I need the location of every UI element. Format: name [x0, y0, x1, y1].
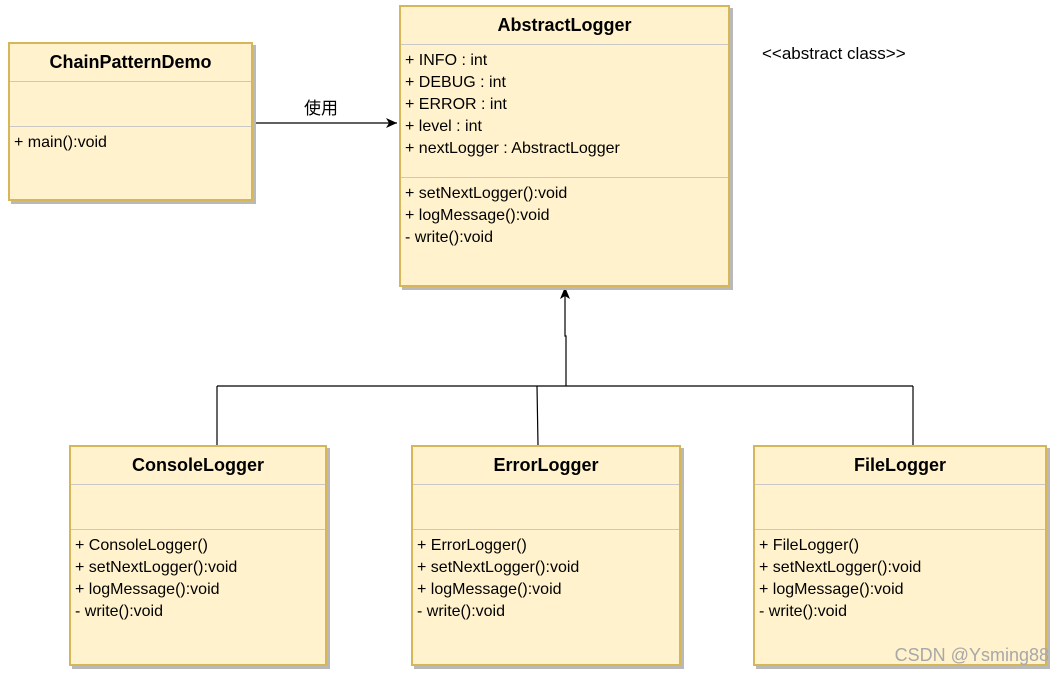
- operation-row: - write():void: [405, 229, 494, 246]
- attribute-row: + level : int: [405, 118, 482, 135]
- operation-row: - write():void: [75, 603, 164, 620]
- operations-section: + ConsoleLogger() + setNextLogger():void…: [71, 530, 325, 623]
- inheritance-arrowhead: [560, 287, 570, 299]
- attributes-section: [413, 485, 679, 530]
- class-abstract-logger[interactable]: AbstractLogger + INFO : int + DEBUG : in…: [399, 5, 730, 287]
- operation-row: + ErrorLogger(): [417, 537, 527, 554]
- attributes-section: + INFO : int + DEBUG : int + ERROR : int…: [401, 45, 728, 178]
- class-error-logger[interactable]: ErrorLogger + ErrorLogger() + setNextLog…: [411, 445, 681, 666]
- stereotype-label: <<abstract class>>: [762, 44, 906, 63]
- class-name: FileLogger: [755, 447, 1045, 485]
- operations-section: + main():void: [10, 127, 251, 154]
- operation-row: + logMessage():void: [759, 581, 904, 598]
- operation-row: + setNextLogger():void: [405, 185, 568, 202]
- attribute-row: + INFO : int: [405, 52, 488, 69]
- class-name: ConsoleLogger: [71, 447, 325, 485]
- operation-row: + setNextLogger():void: [75, 559, 238, 576]
- operation-row: + setNextLogger():void: [759, 559, 922, 576]
- inheritance-trunk: [564, 292, 567, 386]
- operation-row: - write():void: [759, 603, 848, 620]
- operation-row: + ConsoleLogger(): [75, 537, 208, 554]
- operation-row: + FileLogger(): [759, 537, 860, 554]
- operation-row: - write():void: [417, 603, 506, 620]
- attributes-section: [71, 485, 325, 530]
- attribute-row: + DEBUG : int: [405, 74, 506, 91]
- class-chain-pattern-demo[interactable]: ChainPatternDemo + main():void: [8, 42, 253, 201]
- class-console-logger[interactable]: ConsoleLogger + ConsoleLogger() + setNex…: [69, 445, 327, 666]
- operation-row: + logMessage():void: [75, 581, 220, 598]
- class-file-logger[interactable]: FileLogger + FileLogger() + setNextLogge…: [753, 445, 1047, 666]
- operations-section: + ErrorLogger() + setNextLogger():void +…: [413, 530, 679, 623]
- attribute-row: + nextLogger : AbstractLogger: [405, 140, 620, 157]
- operation-row: + setNextLogger():void: [417, 559, 580, 576]
- inheritance-branch-error: [536, 385, 539, 446]
- class-name: ChainPatternDemo: [10, 44, 251, 82]
- attributes-section: [10, 82, 251, 127]
- class-name: AbstractLogger: [401, 7, 728, 45]
- attribute-row: + ERROR : int: [405, 96, 507, 113]
- operation-row: + logMessage():void: [417, 581, 562, 598]
- attributes-section: [755, 485, 1045, 530]
- uses-label: 使用: [304, 99, 338, 118]
- watermark: CSDN @Ysming88: [894, 645, 1049, 665]
- class-name: ErrorLogger: [413, 447, 679, 485]
- operation-row: + logMessage():void: [405, 207, 550, 224]
- operation-row: + main():void: [14, 134, 107, 151]
- operations-section: + setNextLogger():void + logMessage():vo…: [401, 178, 728, 249]
- operations-section: + FileLogger() + setNextLogger():void + …: [755, 530, 1045, 623]
